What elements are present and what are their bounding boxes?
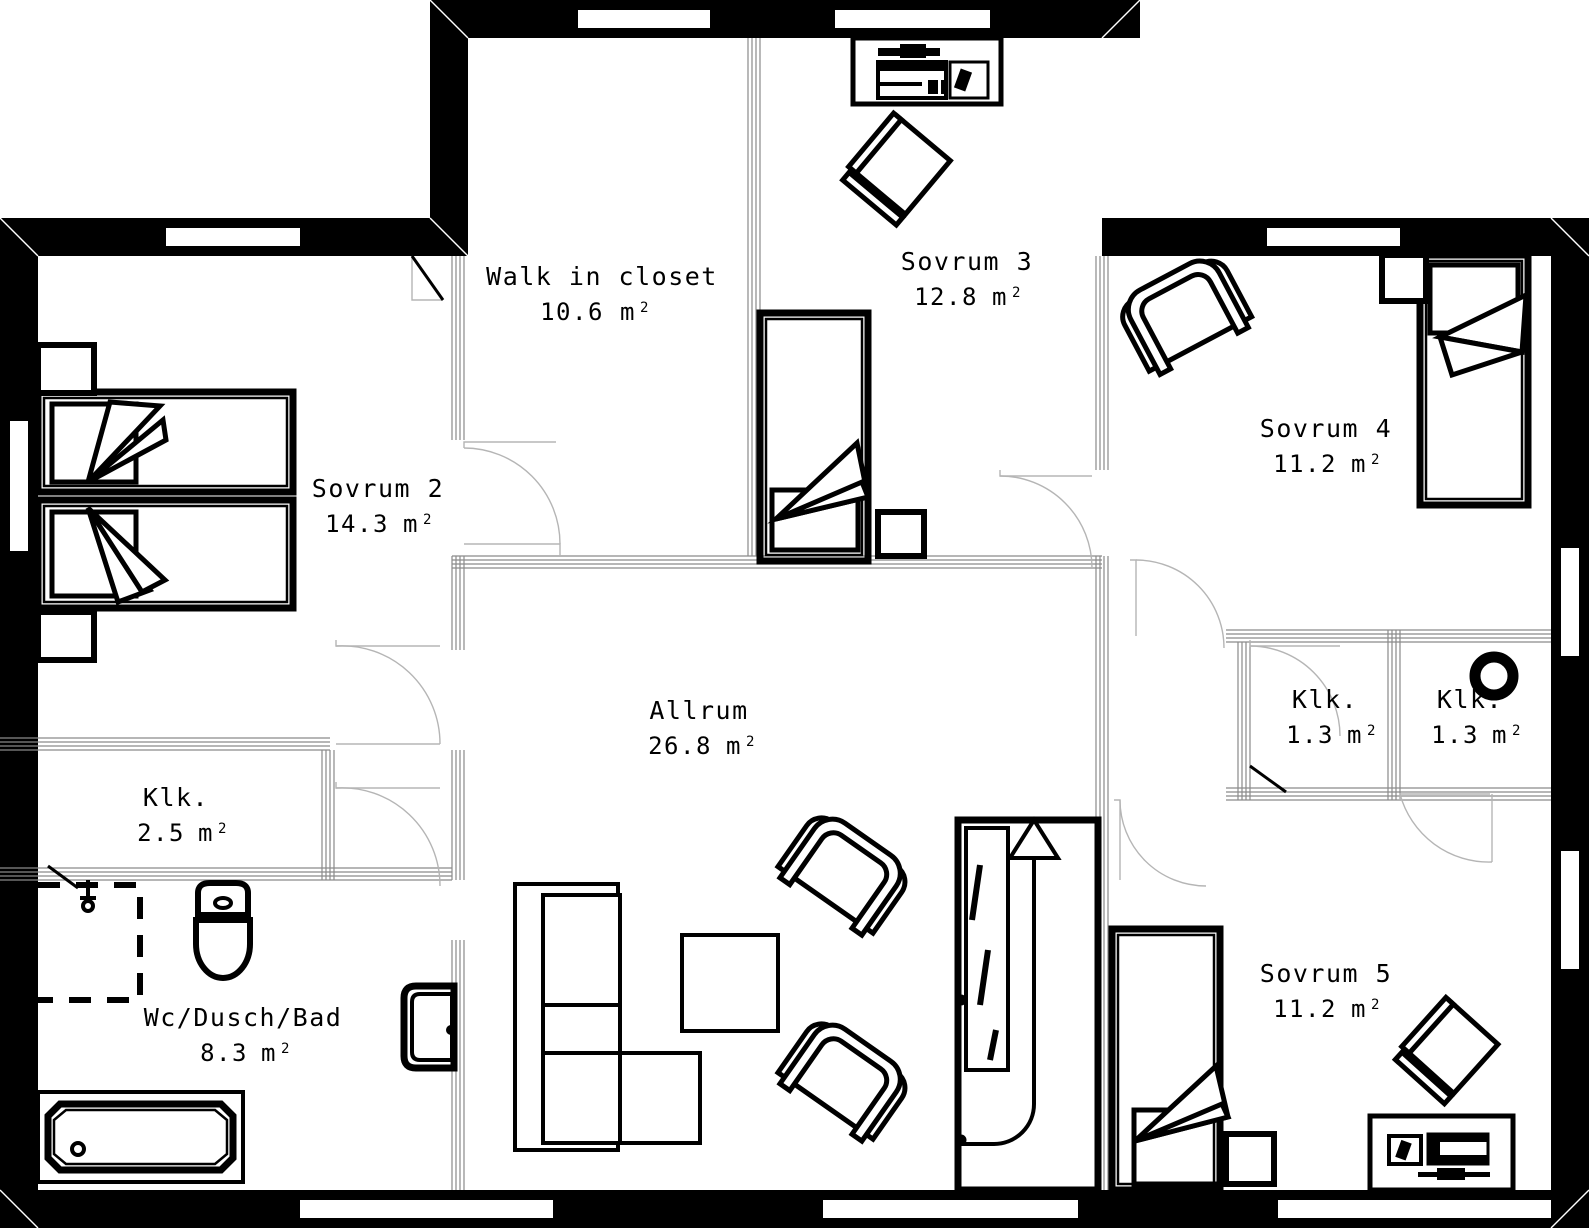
- shower-head: [80, 880, 96, 913]
- armchair-allrum-top: [774, 815, 908, 939]
- nightstand-sovrum4: [1379, 252, 1429, 304]
- nightstand-sovrum2-bottom: [35, 609, 97, 663]
- desk-sovrum3: [850, 35, 1004, 107]
- door-swings: [335, 256, 1493, 887]
- bed-sovrum2-upper: [34, 388, 297, 496]
- bed-sovrum5: [1108, 925, 1232, 1194]
- chair-sovrum3: [839, 109, 954, 229]
- bathtub: [36, 1090, 245, 1184]
- armchair-sovrum4: [1120, 258, 1256, 378]
- staircase: [954, 816, 1102, 1194]
- nightstand-sovrum2-top: [35, 342, 97, 396]
- coffee-table-allrum: [680, 933, 780, 1033]
- sofa-allrum: [513, 882, 702, 1152]
- nightstand-sovrum5: [1223, 1131, 1277, 1187]
- water-column: [1469, 651, 1519, 701]
- desk-sovrum5: [1367, 1113, 1516, 1193]
- bed-walkincloset: [756, 309, 872, 565]
- chair-sovrum5: [1391, 993, 1502, 1108]
- toilet: [193, 880, 253, 981]
- sink: [400, 982, 458, 1072]
- door-leaves: [47, 255, 1287, 890]
- nightstand-walkincloset: [875, 509, 927, 559]
- armchair-allrum-bottom: [774, 1021, 908, 1145]
- bed-sovrum4: [1416, 251, 1532, 509]
- bed-sovrum2-lower: [34, 496, 297, 612]
